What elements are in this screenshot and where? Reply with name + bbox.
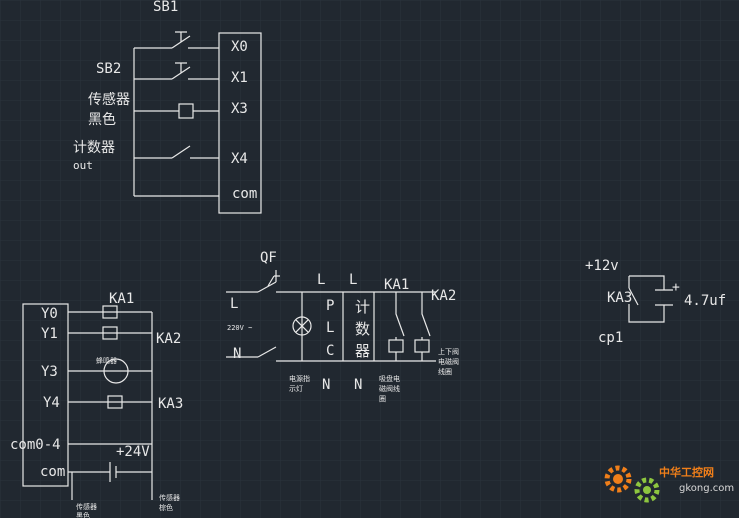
qf-breaker-symbol	[257, 270, 280, 358]
capacitor-loop-wires	[628, 275, 665, 323]
x1-label: X1	[231, 70, 248, 86]
updown-valve-coil	[414, 339, 430, 353]
sensor-bl-line2: 黑色	[76, 511, 90, 518]
suction-label-line1: 吸盘电	[379, 374, 400, 383]
updown-label-line2: 电磁阀	[438, 357, 459, 366]
n-bottom1-label: N	[322, 377, 330, 393]
y3-label: Y3	[41, 364, 58, 380]
green-gear-icon	[634, 477, 660, 503]
capacitor-plates	[655, 289, 673, 306]
ka3-out-label: KA3	[158, 396, 183, 412]
x4-label: X4	[231, 151, 248, 167]
updown-label-line3: 线圈	[438, 367, 452, 376]
watermark-name: 中华工控网	[659, 465, 714, 479]
ka2-coil-symbol	[102, 326, 118, 340]
buzzer-symbol	[103, 358, 129, 384]
counter-label-line2: out	[73, 159, 93, 172]
x3-label: X3	[231, 101, 248, 117]
com-label: com	[232, 186, 257, 202]
power-lamp-symbol	[292, 316, 312, 336]
updown-label-line1: 上下阀	[438, 347, 459, 356]
v220-label: 220V ~	[227, 324, 252, 332]
sb2-pushbutton-symbol	[134, 62, 219, 80]
ka1-power-label: KA1	[384, 277, 409, 293]
ka3-contact-symbol	[628, 287, 639, 306]
cp1-label: cp1	[598, 330, 623, 346]
y4-label: Y4	[43, 395, 60, 411]
capacitor-plus-label: +	[672, 280, 680, 295]
orange-gear-icon	[604, 465, 632, 493]
plc-input-terminal-box	[218, 32, 262, 214]
power-rails	[276, 291, 436, 362]
ka2-power-label: KA2	[431, 288, 456, 304]
v24-label: +24V	[116, 444, 150, 460]
n-left-label: N	[233, 346, 241, 362]
plc-label-p: P	[326, 298, 334, 314]
sensor-br-line1: 传感器	[159, 493, 180, 502]
watermark-url: gkong.com	[679, 483, 734, 494]
sb1-label: SB1	[153, 0, 178, 15]
plc-label-c: C	[326, 343, 334, 359]
v12-label: +12v	[585, 258, 619, 274]
l-left-label: L	[230, 296, 238, 312]
mains-lead-wires	[226, 291, 258, 358]
sb2-label: SB2	[96, 61, 121, 77]
output-wiring-block: Y0 Y1 Y3 Y4 com0-4 com KA1 KA2 KA3 蜂鸣器 +…	[10, 291, 183, 518]
green-gear-hub	[643, 486, 651, 494]
ka3-coil-symbol	[107, 395, 123, 409]
ka1-coil-symbol	[102, 305, 118, 319]
ka1-out-label: KA1	[109, 291, 134, 307]
input-wiring-block: SB1 SB2 传感器 黑色 计数器 out X0 X1 X3 X4 com	[73, 0, 262, 214]
suction-label-line3: 圈	[379, 395, 386, 403]
counter-contact-symbol	[134, 145, 219, 159]
n-bottom2-label: N	[354, 377, 362, 393]
counter-label-2: 数	[355, 320, 370, 338]
sensor-bl-line1: 传感器	[76, 502, 97, 511]
battery-24v-symbol	[68, 462, 152, 482]
capacitor-value-label: 4.7uf	[684, 293, 726, 309]
buzzer-label: 蜂鸣器	[96, 356, 117, 365]
l-top2-label: L	[349, 272, 357, 288]
lamp-cross	[295, 319, 309, 333]
y1-label: Y1	[41, 326, 58, 342]
x0-label: X0	[231, 39, 248, 55]
y0-label: Y0	[41, 306, 58, 322]
plc-label-l: L	[326, 320, 334, 336]
qf-label: QF	[260, 250, 277, 266]
lamp-label-line1: 电源指	[289, 374, 310, 383]
sensor-br-line2: 棕色	[159, 503, 173, 512]
gkong-watermark: 中华工控网 gkong.com	[604, 465, 734, 503]
plc-output-terminal-box	[22, 303, 69, 487]
l-top1-label: L	[317, 272, 325, 288]
counter-label-1: 计	[355, 298, 370, 316]
sensor-label-line1: 传感器	[88, 91, 130, 108]
com04-label: com0-4	[10, 437, 61, 453]
orange-gear-hub	[613, 474, 623, 484]
ka2-out-label: KA2	[156, 331, 181, 347]
com-out-label: com	[40, 464, 65, 480]
sensor-label-line2: 黑色	[88, 111, 116, 128]
suction-label-line2: 磁阀线	[379, 384, 400, 393]
sensor-coil-symbol	[178, 103, 194, 119]
ka3-cap-label: KA3	[607, 290, 632, 306]
sb1-pushbutton-symbol	[134, 31, 219, 49]
power-wiring-block: QF L L L 220V ~ N P L C 计 数 器 KA1 KA2 电源…	[226, 250, 459, 403]
counter-label-3: 器	[355, 342, 370, 360]
counter-label-line1: 计数器	[73, 140, 115, 156]
lamp-label-line2: 示灯	[289, 384, 303, 393]
suction-valve-coil	[388, 339, 404, 353]
capacitor-block: +12v KA3 + 4.7uf cp1	[585, 258, 726, 346]
